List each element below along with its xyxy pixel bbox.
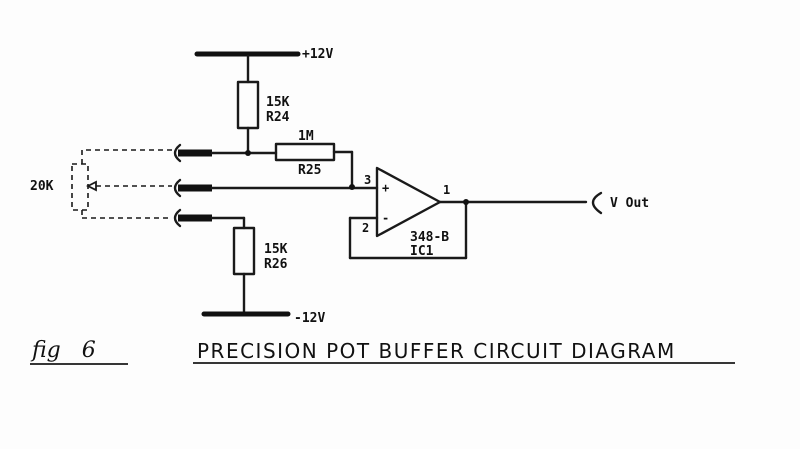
input-junction	[349, 184, 355, 190]
output-junction	[463, 199, 469, 205]
middle-socket	[173, 178, 182, 198]
r26-resistor	[232, 226, 256, 276]
opamp-ref-label: IC1	[410, 244, 434, 259]
pin-3-label: 3	[364, 173, 371, 187]
r24-resistor	[236, 80, 260, 130]
diagram-title: PRECISION POT BUFFER CIRCUIT DIAGRAM	[197, 339, 676, 363]
top-socket	[173, 143, 182, 163]
pot-wiper-arrow	[85, 180, 97, 192]
positive-rail-label: +12V	[302, 47, 333, 62]
r24-ref-label: R24	[266, 110, 290, 125]
r24-value-label: 15K	[266, 95, 290, 110]
r25-value-label: 1M	[298, 129, 314, 144]
r26-ref-label: R26	[264, 257, 288, 272]
r26-value-label: 15K	[264, 242, 288, 257]
opamp-triangle	[375, 166, 442, 238]
opamp-minus-sign: -	[382, 211, 389, 225]
r24-junction	[245, 150, 251, 156]
pot-value-label: 20K	[30, 179, 54, 194]
opamp-part-label: 348-B	[410, 230, 449, 245]
r25-ref-label: R25	[298, 163, 321, 178]
r25-resistor	[274, 142, 336, 162]
pot-body	[71, 163, 89, 211]
output-label: V Out	[610, 196, 649, 211]
output-socket	[591, 191, 603, 215]
bottom-socket	[173, 208, 182, 228]
negative-rail-label: -12V	[294, 311, 325, 326]
pin-1-label: 1	[443, 183, 450, 197]
opamp-plus-sign: +	[382, 181, 389, 195]
pin-2-label: 2	[362, 221, 369, 235]
figure-label: fig 6	[30, 338, 96, 363]
